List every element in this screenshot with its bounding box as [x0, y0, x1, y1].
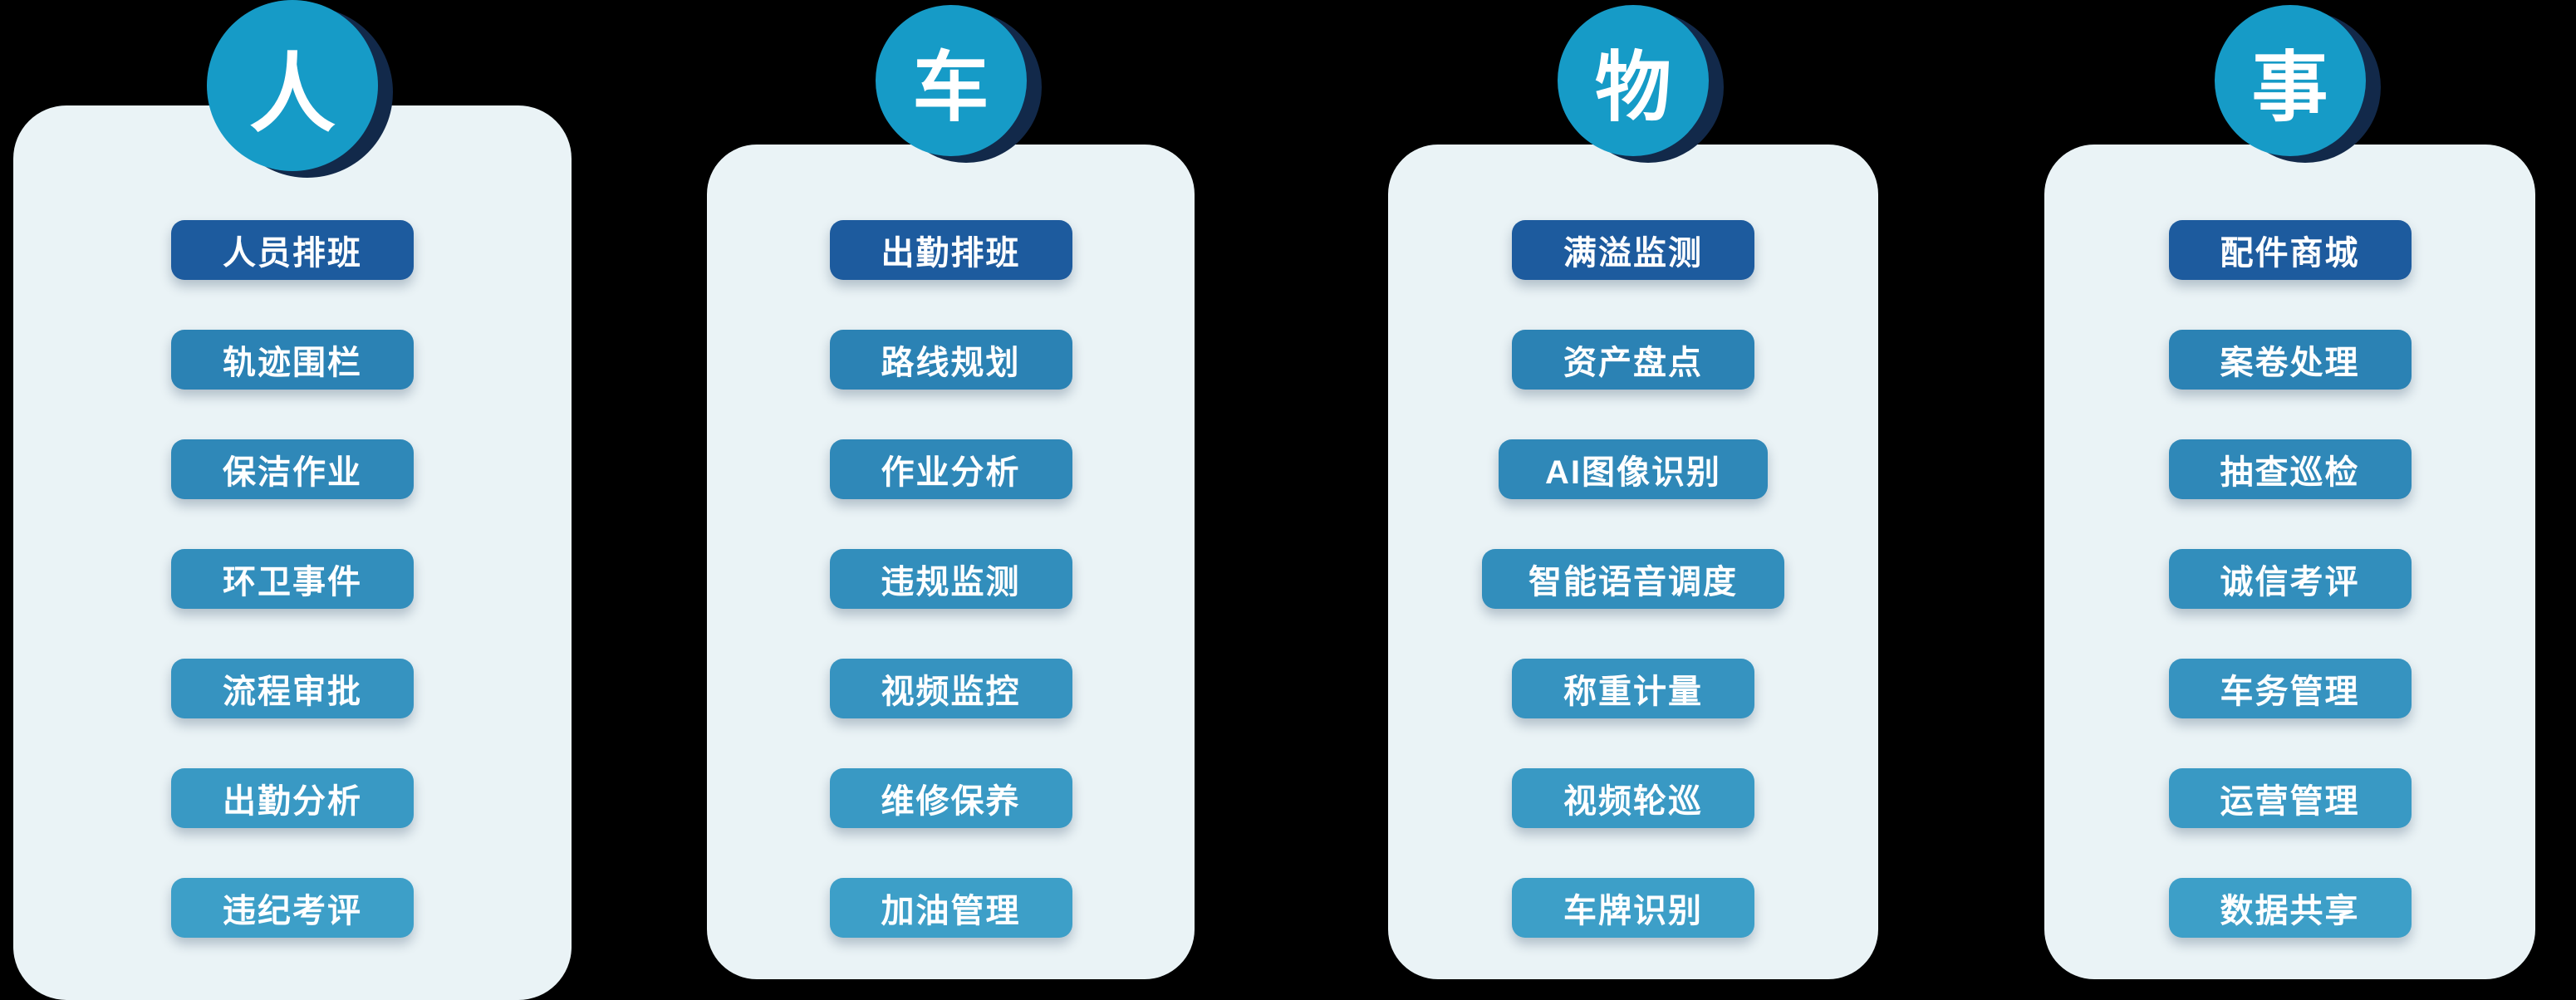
- category-badge: 车: [875, 5, 1042, 163]
- badge-circle: 物: [1558, 5, 1709, 156]
- feature-pill: 维修保养: [829, 768, 1072, 828]
- category-badge: 事: [2214, 5, 2381, 163]
- category-column-people: 人 人员排班轨迹围栏保洁作业环卫事件流程审批出勤分析违纪考评: [13, 0, 572, 1000]
- category-badge: 物: [1558, 5, 1724, 163]
- badge-circle: 事: [2214, 5, 2366, 156]
- category-column-objects: 物 满溢监测资产盘点 AI图像识别智能语音调度称重计量视频轮巡车牌识别: [1388, 0, 1878, 1000]
- feature-pill: 资产盘点: [1512, 330, 1754, 390]
- feature-pill: 配件商城: [2168, 220, 2412, 280]
- feature-pill: 加油管理: [829, 878, 1072, 938]
- feature-pill: 诚信考评: [2168, 549, 2412, 609]
- feature-pill: 智能语音调度: [1482, 549, 1784, 609]
- category-column-vehicles: 车 出勤排班路线规划作业分析违规监测视频监控维修保养加油管理: [707, 0, 1195, 1000]
- feature-pill: AI图像识别: [1499, 439, 1768, 499]
- category-badge-label: 人: [248, 46, 336, 143]
- category-column-affairs: 事 配件商城案卷处理抽查巡检诚信考评车务管理运营管理数据共享: [2044, 0, 2535, 1000]
- feature-list: 满溢监测资产盘点 AI图像识别智能语音调度称重计量视频轮巡车牌识别: [1388, 220, 1878, 938]
- feature-pill: 视频轮巡: [1512, 768, 1754, 828]
- feature-pill: 路线规划: [829, 330, 1072, 390]
- feature-pill: 车牌识别: [1512, 878, 1754, 938]
- feature-pill: 运营管理: [2168, 768, 2412, 828]
- feature-list: 出勤排班路线规划作业分析违规监测视频监控维修保养加油管理: [707, 220, 1195, 938]
- feature-pill: 环卫事件: [171, 549, 414, 609]
- category-badge-label: 物: [1594, 45, 1671, 130]
- feature-pill: 人员排班: [171, 220, 414, 280]
- feature-pill: 数据共享: [2168, 878, 2412, 938]
- feature-list: 人员排班轨迹围栏保洁作业环卫事件流程审批出勤分析违纪考评: [13, 220, 572, 938]
- feature-pill: 出勤排班: [829, 220, 1072, 280]
- feature-pill: 保洁作业: [171, 439, 414, 499]
- badge-circle: 车: [875, 5, 1027, 156]
- category-badge-label: 车: [912, 45, 989, 130]
- feature-pill: 出勤分析: [171, 768, 414, 828]
- feature-pill: 车务管理: [2168, 659, 2412, 718]
- category-badge-label: 事: [2251, 45, 2328, 130]
- feature-pill: 轨迹围栏: [171, 330, 414, 390]
- feature-pill: 违规监测: [829, 549, 1072, 609]
- feature-pill: 视频监控: [829, 659, 1072, 718]
- feature-pill: 违纪考评: [171, 878, 414, 938]
- category-badge: 人: [207, 0, 393, 178]
- feature-pill: 抽查巡检: [2168, 439, 2412, 499]
- feature-pill: 满溢监测: [1512, 220, 1754, 280]
- feature-list: 配件商城案卷处理抽查巡检诚信考评车务管理运营管理数据共享: [2044, 220, 2535, 938]
- feature-pill: 作业分析: [829, 439, 1072, 499]
- feature-pill: 流程审批: [171, 659, 414, 718]
- feature-pill: 案卷处理: [2168, 330, 2412, 390]
- badge-circle: 人: [207, 0, 378, 171]
- feature-pill: 称重计量: [1512, 659, 1754, 718]
